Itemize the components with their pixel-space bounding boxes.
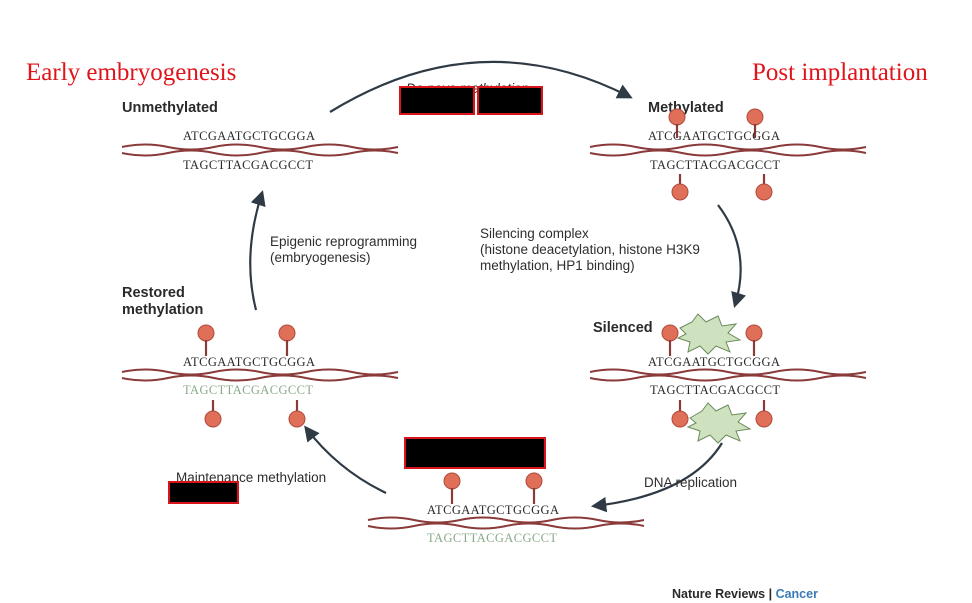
sequence-bottom-replicated-new: TAGCTTACGACGCCT	[427, 531, 557, 545]
label-methylated: Methylated	[648, 100, 724, 116]
label-silencing-complex: Silencing complex	[480, 226, 589, 241]
sequence-top-restored: ATCGAATGCTGCGGA	[183, 355, 315, 369]
label-silencing-detail-1: (histone deacetylation, histone H3K9	[480, 242, 700, 257]
sequence-bottom-methylated: TAGCTTACGACGCCT	[650, 158, 780, 172]
redaction-box	[477, 86, 543, 115]
dna-strand-bottom-methylated	[589, 149, 867, 157]
label-dna-replication: DNA replication	[644, 475, 737, 490]
arc-arrow-maintenance	[304, 425, 387, 494]
methyl-group-pin-icon	[443, 472, 461, 504]
methyl-group-pin-icon	[671, 400, 689, 428]
dna-strand-bottom-unmethylated	[121, 149, 399, 157]
methyl-group-pin-icon	[197, 324, 215, 356]
methyl-group-pin-icon	[755, 400, 773, 428]
label-unmethylated: Unmethylated	[122, 100, 218, 116]
silencing-complex-burst-icon	[686, 402, 752, 444]
title-early-embryogenesis: Early embryogenesis	[26, 59, 236, 86]
dna-strand-bottom-silenced	[589, 374, 867, 382]
dna-strand-top-methylated	[589, 143, 867, 151]
label-silencing-detail-2: methylation, HP1 binding)	[480, 258, 635, 273]
dna-strand-top-silenced	[589, 368, 867, 376]
label-embryogenesis: (embryogenesis)	[270, 250, 371, 265]
methyl-group-pin-icon	[661, 324, 679, 356]
methyl-group-pin-icon	[278, 324, 296, 356]
sequence-top-replicated: ATCGAATGCTGCGGA	[427, 503, 559, 517]
methyl-group-pin-icon	[288, 400, 306, 428]
dna-strand-top-unmethylated	[121, 143, 399, 151]
arc-arrow-silencing	[717, 204, 746, 308]
dna-strand-bottom-replicated	[367, 522, 645, 530]
label-restored: Restored	[122, 285, 185, 301]
methyl-group-pin-icon	[745, 324, 763, 356]
sequence-bottom-restored: TAGCTTACGACGCCT	[183, 383, 313, 397]
dna-strand-top-replicated	[367, 516, 645, 524]
sequence-top-silenced: ATCGAATGCTGCGGA	[648, 355, 780, 369]
sequence-bottom-unmethylated: TAGCTTACGACGCCT	[183, 158, 313, 172]
sequence-top-unmethylated: ATCGAATGCTGCGGA	[183, 129, 315, 143]
methyl-group-pin-icon	[204, 400, 222, 428]
label-silenced: Silenced	[593, 320, 653, 336]
title-post-implantation: Post implantation	[752, 59, 928, 86]
sequence-bottom-silenced: TAGCTTACGACGCCT	[650, 383, 780, 397]
label-restored-methylation: methylation	[122, 302, 203, 318]
footer-credit: Nature Reviews | Cancer	[672, 587, 818, 601]
redaction-box	[404, 437, 546, 469]
methyl-group-pin-icon	[671, 174, 689, 201]
redaction-box	[168, 481, 239, 504]
label-epigenic-reprogramming: Epigenic reprogramming	[270, 234, 417, 249]
dna-strand-bottom-restored	[121, 374, 399, 382]
footer-journal: Nature Reviews	[672, 587, 765, 601]
silencing-complex-burst-icon	[676, 313, 742, 355]
arc-arrow-de-novo	[329, 60, 633, 113]
methyl-group-pin-icon	[525, 472, 543, 504]
methyl-group-pin-icon	[755, 174, 773, 201]
sequence-top-methylated: ATCGAATGCTGCGGA	[648, 129, 780, 143]
footer-section: Cancer	[776, 587, 819, 601]
footer-separator: |	[765, 587, 775, 601]
methyl-group-pin-icon	[746, 108, 764, 138]
arc-arrow-epigenic-reprogramming	[249, 190, 266, 311]
methyl-group-pin-icon	[668, 108, 686, 138]
redaction-box	[399, 86, 475, 115]
arc-arrow-dna-replication	[590, 442, 723, 513]
dna-strand-top-restored	[121, 368, 399, 376]
